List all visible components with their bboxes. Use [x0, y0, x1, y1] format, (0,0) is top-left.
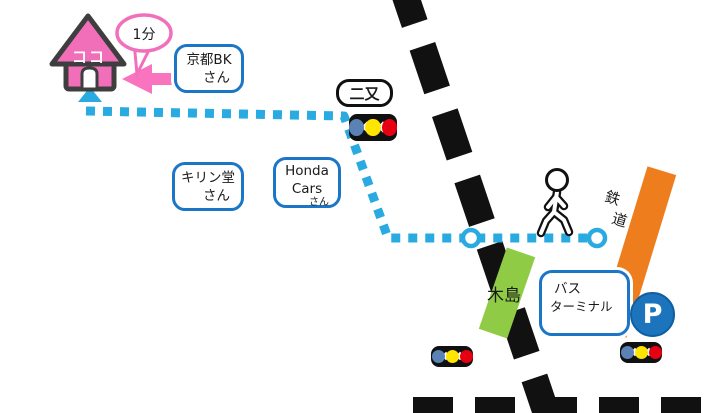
intersection-name: 二又 [349, 84, 380, 103]
house-door [80, 66, 99, 91]
route-waypoint-crossing [460, 227, 482, 249]
landmark-kirindo-suffix: さん [203, 187, 230, 204]
landmark-kirindo: キリン堂 さん [172, 162, 244, 211]
railway-label-char1: 鉄 [603, 187, 623, 209]
traffic-light-south-left-icon [431, 346, 473, 367]
traffic-light-futamata-icon [349, 114, 397, 141]
here-label: ココ [72, 48, 106, 66]
house-icon: ココ [49, 13, 127, 102]
landmark-honda-line2: Cars [291, 180, 323, 197]
pedestrian-icon [536, 168, 574, 238]
landmark-honda-line1: Honda [285, 163, 329, 179]
landmark-honda-suffix: さん [309, 197, 329, 209]
landmark-kyoto-bk-suffix: さん [203, 69, 230, 86]
destination-arrow [78, 87, 102, 102]
time-bubble: 1分 [115, 13, 173, 80]
landmark-honda-cars: Honda Cars さん [273, 157, 341, 208]
intersection-label: 二又 [336, 79, 393, 107]
walking-route [85, 106, 598, 243]
bus-terminal-line2: ターミナル [550, 298, 613, 314]
parking-icon: P [630, 292, 675, 337]
landmark-kirindo-name: キリン堂 [181, 170, 235, 186]
traffic-light-south-right-icon [620, 342, 662, 363]
parking-label: P [642, 299, 663, 330]
bus-terminal-line1: バス [554, 281, 581, 297]
landmark-kyoto-bk: 京都BK さん [174, 44, 244, 93]
railway-label-char2: 道 [610, 209, 630, 231]
main-road [392, 0, 561, 413]
landmark-bus-terminal: バス ターミナル [539, 270, 630, 336]
route-waypoint-station [586, 227, 608, 249]
landmark-kyoto-bk-name: 京都BK [186, 52, 232, 68]
street-label: 木島 [487, 286, 521, 306]
green-street-bar [478, 247, 536, 339]
walk-time-label: 1分 [133, 27, 156, 43]
